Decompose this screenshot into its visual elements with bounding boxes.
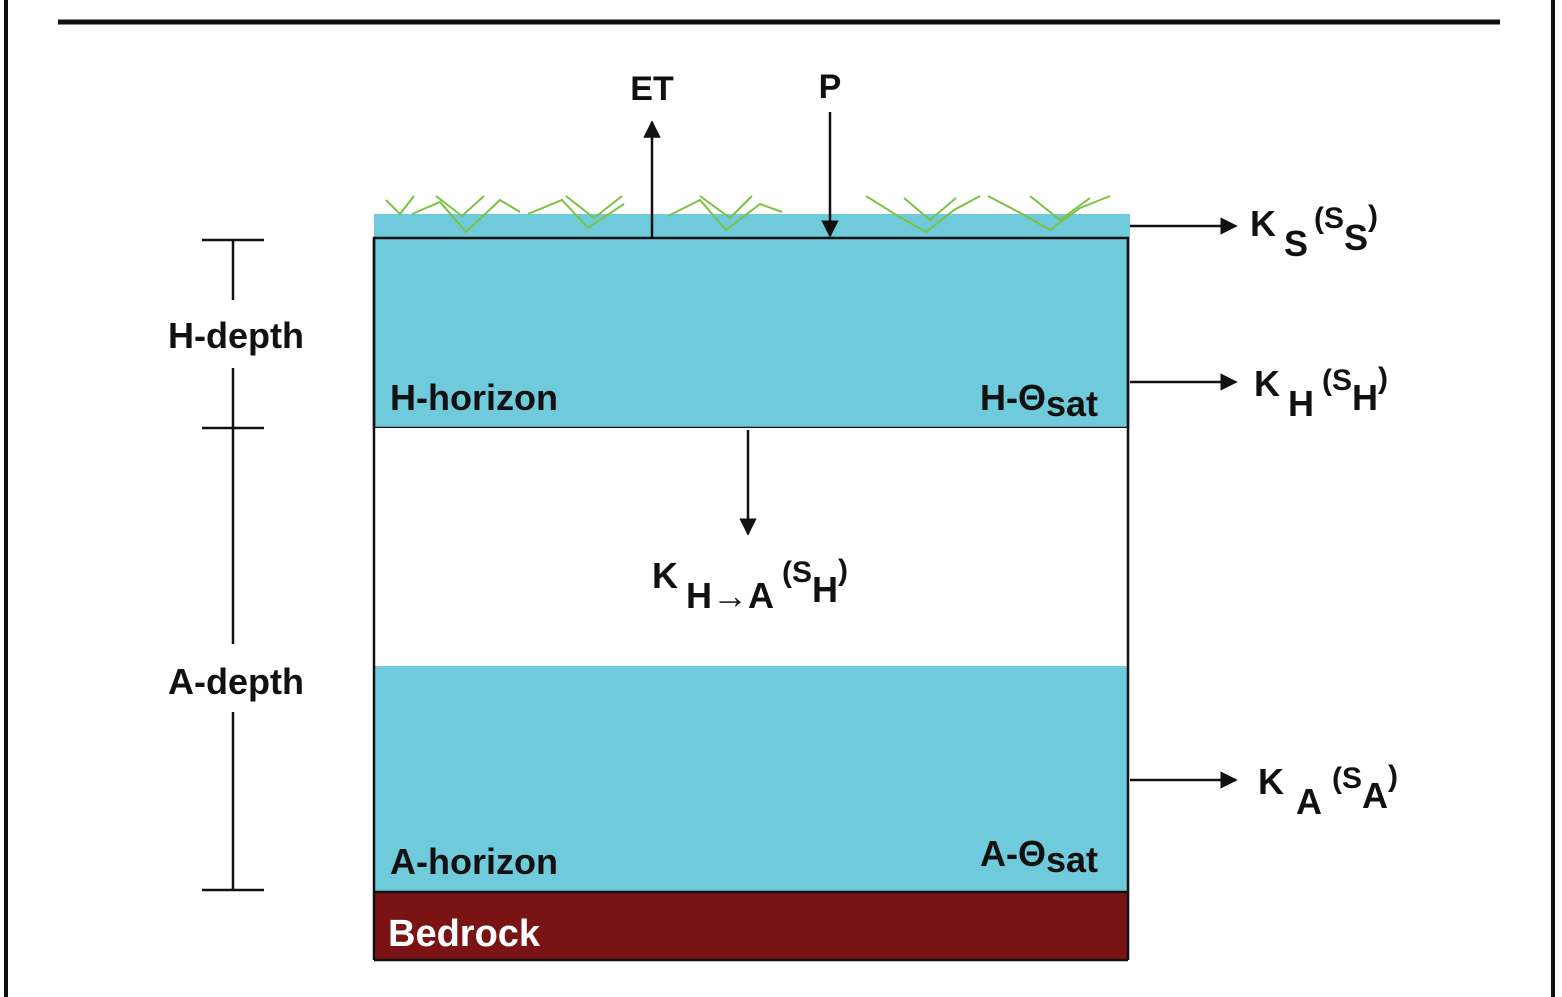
et-label: ET [630, 70, 674, 108]
a-depth-label: A-depth [168, 661, 304, 702]
a-depth-bar [202, 428, 264, 892]
grass-icon [385, 195, 1111, 234]
bedrock-label: Bedrock [388, 913, 541, 955]
a-horizon-layer [374, 666, 1128, 892]
p-label: P [819, 68, 842, 106]
h-theta-sat-label: H-Θsat [980, 377, 1098, 424]
a-horizon-label: A-horizon [390, 841, 558, 882]
h-depth-label: H-depth [168, 315, 304, 356]
h-horizon-label: H-horizon [390, 377, 558, 418]
h-horizon-layer [372, 236, 1130, 430]
surface-strip [374, 214, 1130, 238]
bedrock-layer [374, 892, 1128, 960]
a-theta-sat-label: A-Θsat [980, 833, 1098, 880]
transition-zone [374, 428, 1128, 666]
